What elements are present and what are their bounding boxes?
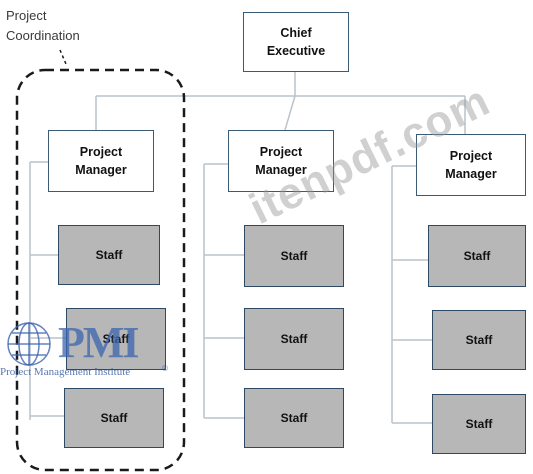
caption-pointer <box>59 49 67 65</box>
globe-icon <box>7 322 51 366</box>
staff-box: Staff <box>432 310 526 370</box>
registered-mark: ® <box>162 364 168 373</box>
pmi-logo-caption: Project Management Institute <box>0 366 131 378</box>
staff-box: Staff <box>64 388 164 448</box>
project-manager-box-1: Project Manager <box>48 130 154 192</box>
staff-box: Staff <box>244 308 344 370</box>
pmi-logo-mark: PMI <box>58 318 140 367</box>
pmi-logo: PMI Project Management Institute ® <box>0 318 172 379</box>
staff-box: Staff <box>244 388 344 448</box>
staff-box: Staff <box>66 308 166 370</box>
project-manager-box-3: Project Manager <box>416 134 526 196</box>
project-coordination-caption: Project Coordination <box>6 8 80 43</box>
staff-box: Staff <box>58 225 160 285</box>
staff-box: Staff <box>428 225 526 287</box>
staff-box: Staff <box>432 394 526 454</box>
chief-executive-box: Chief Executive <box>243 12 349 72</box>
staff-box: Staff <box>244 225 344 287</box>
project-manager-box-2: Project Manager <box>228 130 334 192</box>
